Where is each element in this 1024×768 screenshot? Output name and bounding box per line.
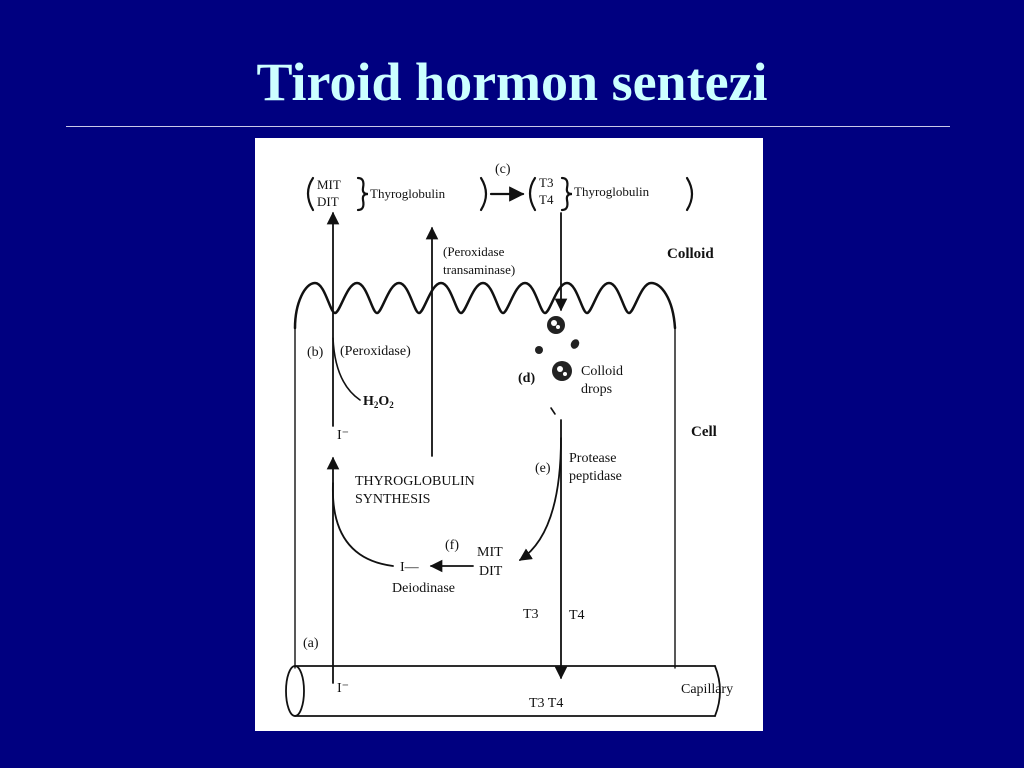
colloid-droplets [535, 316, 580, 381]
capillary-end [285, 665, 305, 717]
label-thyroglobulin-right: Thyroglobulin [574, 184, 650, 199]
label-protease-1: Protease [569, 451, 617, 466]
label-dit-top: DIT [317, 194, 339, 209]
label-capillary: Capillary [681, 682, 734, 697]
brace-2 [560, 176, 573, 212]
curve-to-mit-dit [518, 437, 562, 561]
label-peroxidase: (Peroxidase) [340, 344, 411, 359]
label-step-b: (b) [307, 345, 324, 360]
label-deiodinase: Deiodinase [392, 581, 455, 596]
label-t4-cell: T4 [569, 608, 585, 623]
label-peroxidase-transaminase-1: (Peroxidase [443, 244, 505, 259]
label-step-a: (a) [303, 636, 319, 651]
label-step-e: (e) [535, 461, 551, 476]
label-iodide-upper: I⁻ [337, 428, 350, 443]
tick-mark [550, 407, 556, 415]
label-iodide-recycled: I— [400, 560, 419, 575]
capillary-right-end [714, 665, 721, 717]
label-step-c: (c) [495, 162, 511, 177]
label-cell-region: Cell [691, 424, 717, 440]
brace-1 [356, 176, 369, 212]
label-mit-free: MIT [477, 545, 503, 560]
paren-right-2 [685, 176, 694, 212]
label-colloid-drops-2: drops [581, 382, 613, 397]
label-protease-2: peptidase [569, 469, 622, 484]
paren-left-2 [528, 176, 537, 212]
apical-membrane [293, 281, 677, 330]
label-synthesis-2: SYNTHESIS [355, 492, 431, 507]
diagram-drawing [285, 176, 721, 717]
paren-right-1 [479, 176, 488, 212]
label-colloid-drops-1: Colloid [581, 364, 624, 379]
label-peroxidase-transaminase-2: transaminase) [443, 262, 516, 277]
label-mit-top: MIT [317, 177, 341, 192]
curve-recycle [332, 482, 394, 567]
label-colloid-region: Colloid [667, 246, 714, 262]
label-t3-top: T3 [539, 175, 554, 190]
label-h2o2: H2O2 [363, 394, 394, 410]
label-step-f: (f) [445, 538, 459, 553]
curve-h2o2 [332, 337, 361, 401]
label-t4-top: T4 [539, 192, 554, 207]
label-t3-cell: T3 [523, 607, 539, 622]
label-iodide-lower: I⁻ [337, 681, 350, 696]
title-divider [66, 126, 950, 127]
thyroid-synthesis-diagram: MIT DIT Thyroglobulin (c) T3 T4 Thyroglo… [255, 138, 763, 731]
slide-title: Tiroid hormon sentezi [256, 52, 768, 112]
label-step-d: (d) [518, 371, 536, 386]
label-t3-t4-capillary: T3 T4 [529, 696, 564, 711]
label-dit-free: DIT [479, 564, 503, 579]
label-synthesis-1: THYROGLOBULIN [355, 474, 475, 489]
paren-left-1 [306, 176, 315, 212]
label-thyroglobulin-left: Thyroglobulin [370, 186, 446, 201]
